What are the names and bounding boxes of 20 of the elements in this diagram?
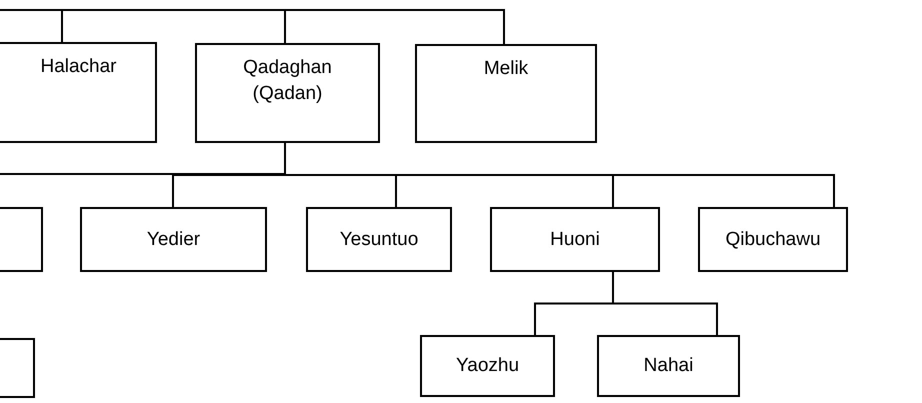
person-name: Yesuntuo: [340, 228, 418, 252]
person-box: [490, 207, 660, 272]
person-box: [306, 207, 452, 272]
person-name: Qibuchawu: [725, 228, 821, 252]
person-box: [415, 44, 597, 143]
tree-connector: [0, 9, 505, 44]
person-box: [420, 335, 555, 397]
person-name: Huoni: [550, 228, 600, 252]
person-name: Qadaghan (Qadan): [242, 56, 333, 106]
tree-connector: [612, 272, 718, 335]
person-box: [597, 335, 740, 397]
person-box: [195, 43, 380, 143]
person-box: [698, 207, 848, 272]
person-name: Halachar: [40, 55, 117, 79]
person-name: Yaozhu: [456, 354, 520, 378]
person-name: Melik: [484, 57, 528, 81]
person-box: [0, 42, 157, 143]
person-name: Nahai: [644, 354, 694, 378]
person-name: Yedier: [146, 228, 200, 252]
person-box: [80, 207, 267, 272]
